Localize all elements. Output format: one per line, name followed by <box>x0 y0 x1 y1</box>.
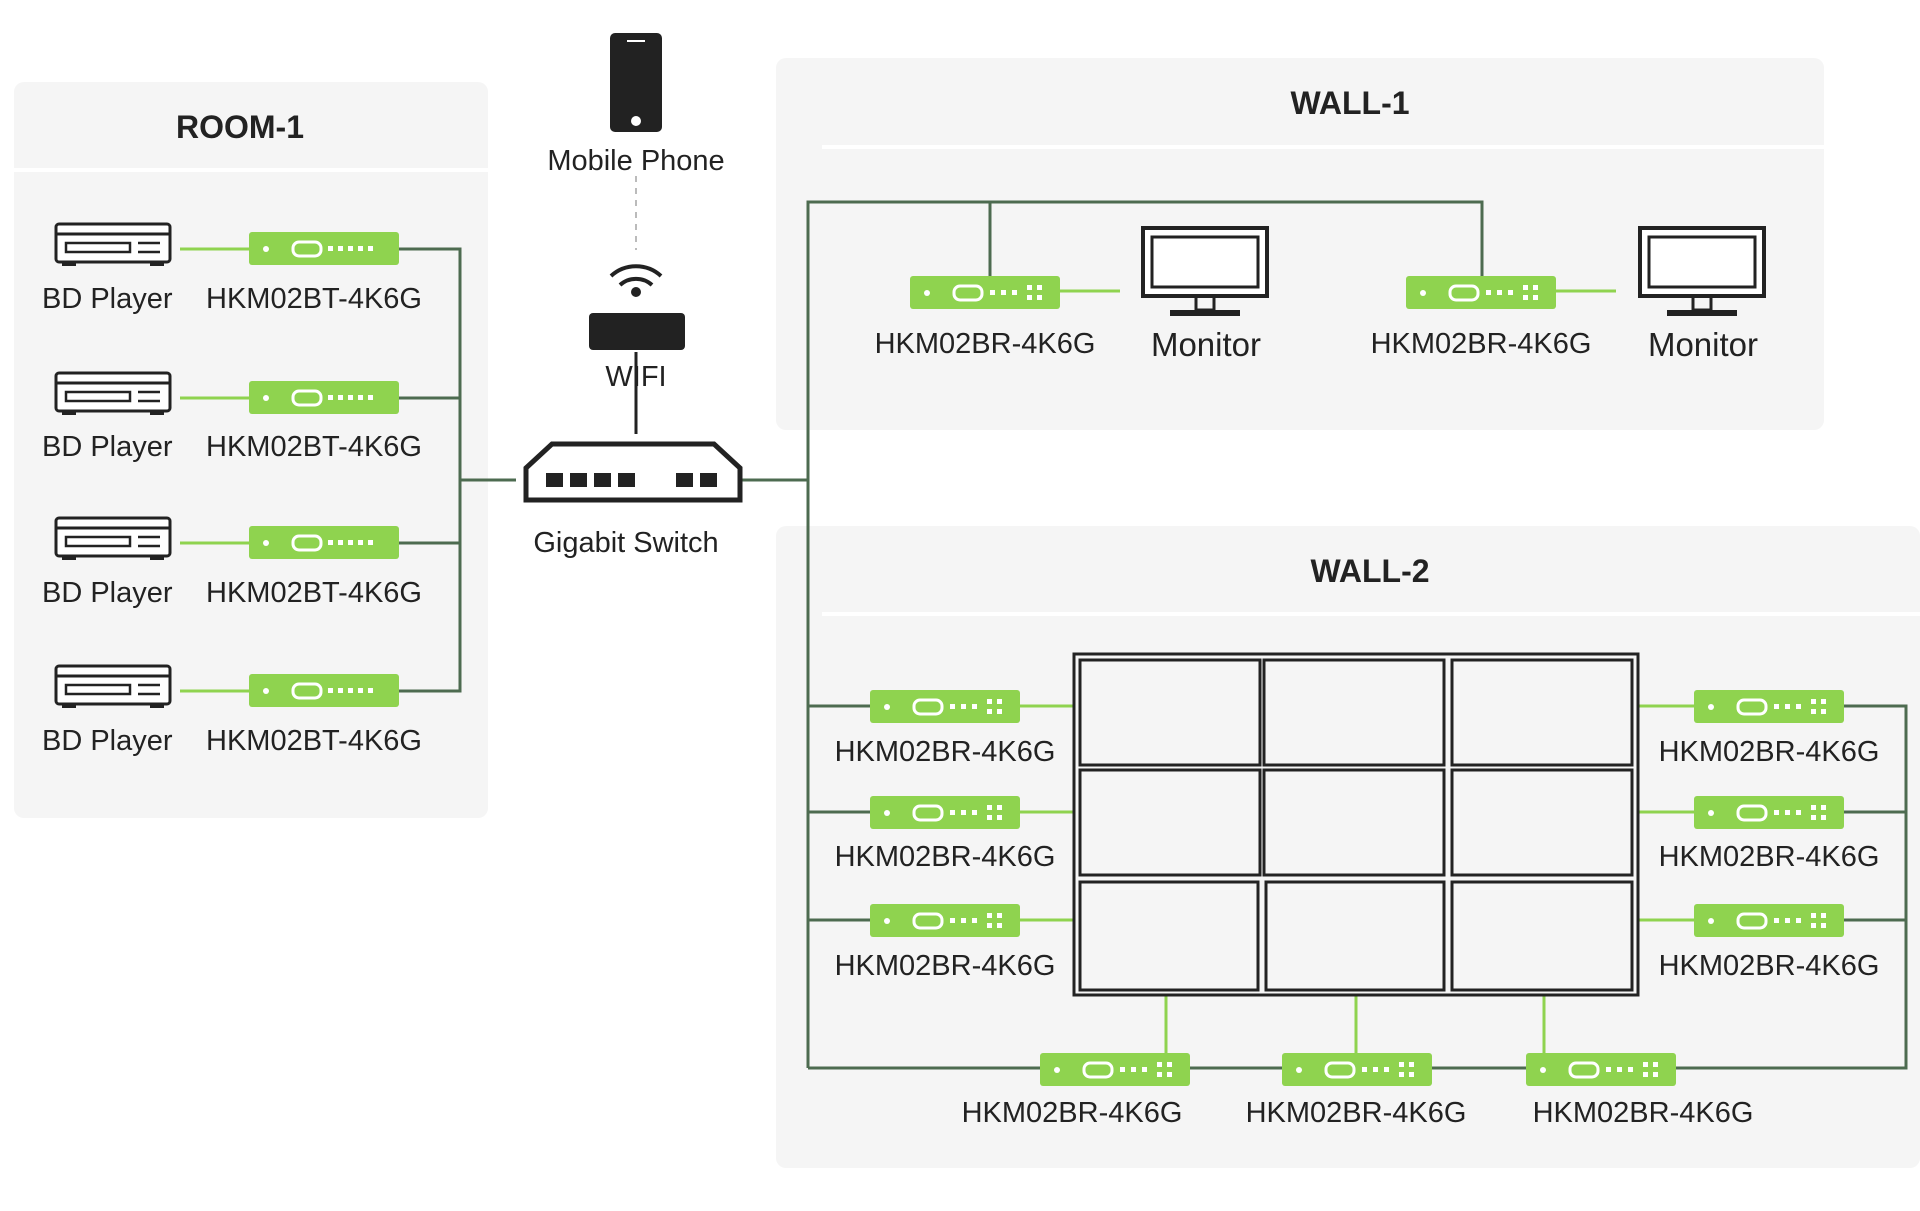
receiver-icon <box>908 274 1062 311</box>
receiver-icon <box>1692 688 1846 725</box>
receiver-icon <box>868 688 1022 725</box>
bd-player-icon <box>54 371 172 417</box>
video-wall-tile <box>1264 880 1446 992</box>
device-label: HKM02BT-4K6G <box>206 431 422 463</box>
receiver-icon <box>868 902 1022 939</box>
device-label: HKM02BR-4K6G <box>1659 736 1880 768</box>
video-wall-tile <box>1078 880 1260 992</box>
device-label: HKM02BR-4K6G <box>1533 1097 1754 1129</box>
wifi-icon <box>609 264 663 297</box>
device-label: HKM02BR-4K6G <box>875 328 1096 360</box>
monitor-label: Monitor <box>1648 326 1758 363</box>
wall2-bottom-receiver: HKM02BR-4K6G <box>962 1051 1192 1129</box>
transmitter-icon <box>247 672 401 709</box>
transmitter-icon <box>247 379 401 416</box>
bd-player-icon <box>54 516 172 562</box>
room1-panel <box>14 82 488 818</box>
device-label: HKM02BT-4K6G <box>206 577 422 609</box>
device-label: HKM02BT-4K6G <box>206 725 422 757</box>
device-label: HKM02BR-4K6G <box>1659 841 1880 873</box>
device-label: HKM02BR-4K6G <box>1659 950 1880 982</box>
video-wall-tile <box>1450 658 1634 767</box>
video-wall-tile <box>1262 768 1446 877</box>
wall1-unit: HKM02BR-4K6G Monitor <box>1371 226 1766 363</box>
router-icon <box>589 313 685 350</box>
mobile-phone: Mobile Phone <box>547 33 725 177</box>
bd-player-icon <box>54 664 172 710</box>
wall2-right-receiver: HKM02BR-4K6G <box>1659 902 1880 982</box>
wall2-right-receiver: HKM02BR-4K6G <box>1659 794 1880 873</box>
transmitter-icon <box>247 230 401 267</box>
source-label: BD Player <box>42 577 173 609</box>
wall2-title: WALL-2 <box>1310 553 1429 589</box>
bd-player-icon <box>54 222 172 268</box>
monitor-label: Monitor <box>1151 326 1261 363</box>
wall2-bottom-receiver: HKM02BR-4K6G <box>1246 1051 1467 1129</box>
wall1-panel <box>776 58 1824 430</box>
phone-label: Mobile Phone <box>547 145 724 177</box>
device-label: HKM02BR-4K6G <box>1371 328 1592 360</box>
wifi-router: WIFI <box>589 264 685 393</box>
receiver-icon <box>1280 1051 1434 1088</box>
source-label: BD Player <box>42 725 173 757</box>
video-wall-tile <box>1262 658 1446 767</box>
source-label: BD Player <box>42 431 173 463</box>
device-label: HKM02BR-4K6G <box>835 736 1056 768</box>
receiver-icon <box>1038 1051 1192 1088</box>
room1-row: BD Player HKM02BT-4K6G <box>42 664 422 757</box>
wall2-left-receiver: HKM02BR-4K6G <box>835 902 1056 982</box>
wall1-title: WALL-1 <box>1290 85 1409 121</box>
wall1-unit: HKM02BR-4K6G Monitor <box>875 226 1269 363</box>
video-wall <box>1072 652 1640 997</box>
device-label: HKM02BR-4K6G <box>835 841 1056 873</box>
receiver-icon <box>868 794 1022 831</box>
device-label: HKM02BR-4K6G <box>962 1097 1183 1129</box>
video-wall-tile <box>1450 768 1634 877</box>
receiver-icon <box>1404 274 1558 311</box>
video-wall-tile <box>1078 658 1262 767</box>
room1-title: ROOM-1 <box>176 109 304 145</box>
video-wall-tile <box>1078 768 1262 877</box>
switch-icon <box>523 441 743 503</box>
source-label: BD Player <box>42 283 173 315</box>
receiver-icon <box>1692 902 1846 939</box>
room1-row: BD Player HKM02BT-4K6G <box>42 371 422 463</box>
video-wall-tile <box>1450 880 1634 992</box>
wifi-label: WIFI <box>605 361 666 393</box>
switch-label: Gigabit Switch <box>533 527 718 559</box>
receiver-icon <box>1692 794 1846 831</box>
wall2-right-receiver: HKM02BR-4K6G <box>1659 688 1880 768</box>
receiver-icon <box>1524 1051 1678 1088</box>
gigabit-switch: Gigabit Switch <box>523 441 743 559</box>
wall2-bottom-receiver: HKM02BR-4K6G <box>1524 1051 1754 1129</box>
device-label: HKM02BR-4K6G <box>835 950 1056 982</box>
wall2-left-receiver: HKM02BR-4K6G <box>835 688 1056 768</box>
wall2-left-receiver: HKM02BR-4K6G <box>835 794 1056 873</box>
room1-row: BD Player HKM02BT-4K6G <box>42 516 422 609</box>
connection-wires <box>180 176 1908 1070</box>
device-label: HKM02BR-4K6G <box>1246 1097 1467 1129</box>
room1-row: BD Player HKM02BT-4K6G <box>42 222 422 315</box>
transmitter-icon <box>247 524 401 561</box>
device-label: HKM02BT-4K6G <box>206 283 422 315</box>
phone-icon <box>610 33 662 132</box>
